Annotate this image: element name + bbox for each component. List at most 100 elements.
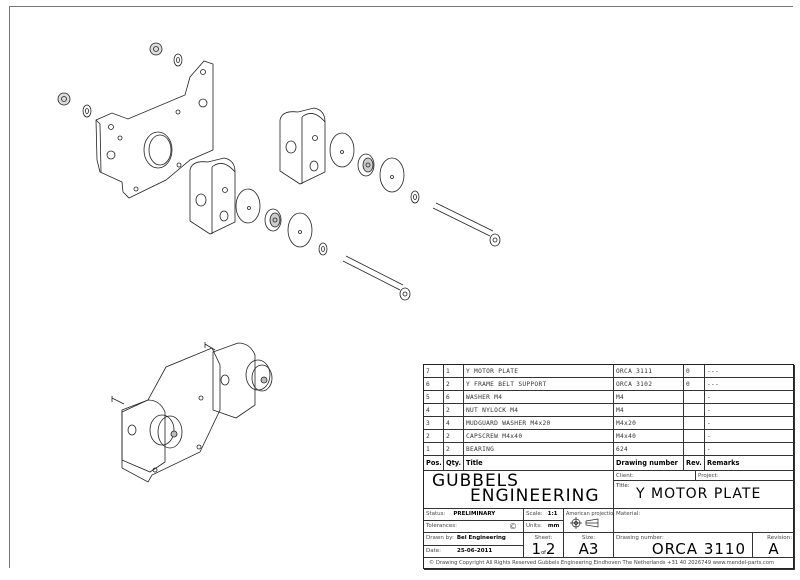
bom-cell-drawing-number: M4 — [614, 404, 684, 417]
title-field: Title: Y MOTOR PLATE — [614, 481, 795, 509]
bom-cell-rev — [684, 430, 705, 443]
bom-cell-drawing-number: ORCA 3102 — [614, 378, 684, 391]
bom-cell-rev — [684, 443, 705, 456]
bom-header-qty: Qty. — [444, 456, 464, 471]
sheet-label: Sheet: — [534, 535, 553, 541]
bom-cell-pos: 3 — [424, 417, 444, 430]
client-field: Client: — [614, 471, 696, 481]
washer — [318, 242, 328, 256]
capscrew — [342, 255, 411, 301]
bom-cell-qty: 6 — [444, 391, 464, 404]
copyright-circle-icon: © — [509, 522, 517, 531]
status-value: PRELIMINARY — [453, 511, 496, 517]
bom-cell-title: BEARING — [464, 443, 614, 456]
bom-cell-remarks: - — [705, 391, 795, 404]
bom-cell-remarks: - — [705, 443, 795, 456]
sheet-number: 1 — [531, 540, 542, 558]
projection-label: American projection — [566, 511, 614, 517]
scale-value: 1:1 — [547, 511, 558, 517]
nut-nylock-top — [149, 42, 163, 56]
bom-cell-drawing-number: M4x20 — [614, 417, 684, 430]
drawing-border — [9, 6, 793, 568]
revision-value: A — [768, 540, 779, 558]
bom-cell-remarks: - — [705, 417, 795, 430]
title-label: Title: — [616, 483, 630, 489]
units-field: Units: mm — [524, 521, 564, 533]
assembled-view — [111, 342, 273, 483]
bom-cell-title: MUDGUARD WASHER M4x20 — [464, 417, 614, 430]
status-label: Status: — [426, 511, 446, 517]
bom-cell-pos: 7 — [424, 365, 444, 378]
bom-cell-title: WASHER M4 — [464, 391, 614, 404]
scale-field: Scale: 1:1 — [524, 509, 564, 521]
projection-field: American projection — [564, 509, 614, 533]
bom-cell-qty: 2 — [444, 378, 464, 391]
bom-cell-remarks: - — [705, 430, 795, 443]
bom-cell-rev — [684, 417, 705, 430]
drawn-by-field: Drawn by:Bel Engineering — [424, 533, 524, 546]
scale-label: Scale: — [526, 511, 543, 517]
bom-cell-rev — [684, 391, 705, 404]
copyright-footer: © Drawing Copyright All Rights Reserved … — [424, 558, 795, 570]
tolerances-label: Tolerances: — [426, 523, 457, 529]
washer — [410, 190, 420, 204]
date-label: Date: — [426, 548, 441, 554]
capscrew — [432, 202, 501, 247]
y-frame-belt-support-right — [279, 107, 326, 185]
units-value: mm — [547, 523, 560, 529]
bom-cell-title: Y FRAME BELT SUPPORT — [464, 378, 614, 391]
bom-cell-pos: 2 — [424, 430, 444, 443]
mudguard-washer — [235, 188, 261, 224]
bom-cell-qty: 2 — [444, 443, 464, 456]
drawing-title: Y MOTOR PLATE — [636, 486, 762, 502]
bom-cell-qty: 4 — [444, 417, 464, 430]
y-frame-belt-support-left — [189, 157, 236, 235]
bom-header-drawing-number: Drawing number — [614, 456, 684, 471]
washer-left — [82, 104, 92, 118]
bom-cell-qty: 2 — [444, 430, 464, 443]
mudguard-washer — [287, 212, 313, 248]
bom-cell-rev — [684, 404, 705, 417]
y-motor-plate — [95, 60, 214, 199]
washer-top — [173, 53, 183, 67]
bearing — [357, 153, 375, 177]
bom-cell-qty: 1 — [444, 365, 464, 378]
mudguard-washer — [379, 157, 405, 193]
sheet-total: 2 — [545, 540, 556, 558]
bom-header-remarks: Remarks — [705, 456, 795, 471]
sheet-of: of — [541, 550, 546, 556]
drawing-number-label: Drawing number: — [616, 535, 664, 541]
bom-cell-qty: 2 — [444, 404, 464, 417]
status-field: Status: PRELIMINARY — [424, 509, 524, 521]
bom-cell-drawing-number: M4 — [614, 391, 684, 404]
mudguard-washer — [329, 132, 355, 168]
revision-field: Revision:A — [753, 533, 795, 558]
bom-cell-drawing-number: 624 — [614, 443, 684, 456]
bom-cell-pos: 6 — [424, 378, 444, 391]
bom-cell-pos: 1 — [424, 443, 444, 456]
material-field: Material: — [614, 509, 795, 533]
bom-cell-remarks: - — [705, 404, 795, 417]
bom-header-title: Title — [464, 456, 614, 471]
bom-header-pos: Pos. — [424, 456, 444, 471]
bom-cell-drawing-number: ORCA 3111 — [614, 365, 684, 378]
bom-cell-pos: 4 — [424, 404, 444, 417]
project-field: Project: — [696, 471, 795, 481]
size-label: Size: — [581, 535, 596, 541]
bearing — [264, 208, 282, 232]
drawing-number-value: ORCA 3110 — [651, 540, 746, 558]
drawn-by-label: Drawn by: — [426, 535, 454, 541]
drawn-by-value: Bel Engineering — [456, 535, 506, 541]
units-label: Units: — [526, 523, 542, 529]
bom-header-rev: Rev. — [684, 456, 705, 471]
nut-nylock-left — [57, 92, 71, 106]
bom-cell-title: CAPSCREW M4x40 — [464, 430, 614, 443]
third-angle-projection-icon — [566, 517, 611, 531]
date-field: Date: 25-06-2011 — [424, 546, 524, 558]
date-value: 25-06-2011 — [457, 548, 493, 554]
sheet-field: Sheet:1of2 — [524, 533, 564, 558]
bom-cell-title: NUT NYLOCK M4 — [464, 404, 614, 417]
